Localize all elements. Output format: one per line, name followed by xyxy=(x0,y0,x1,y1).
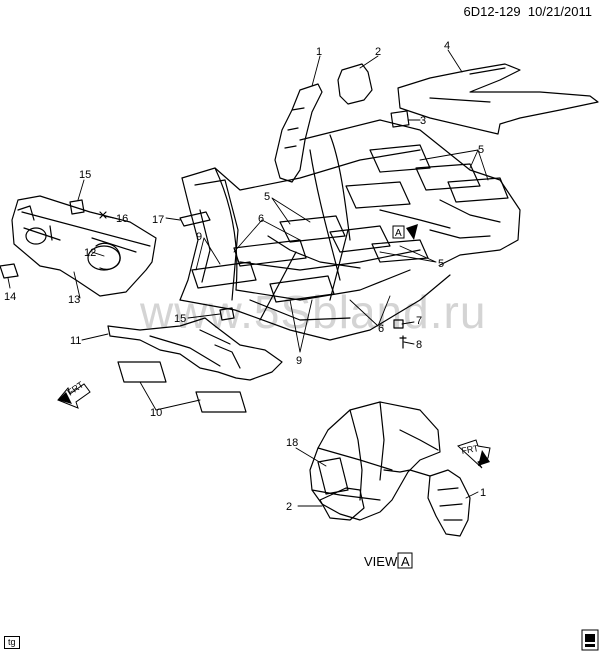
part-1-pillar-insulator xyxy=(274,83,323,183)
callout-numbers: 1 2 3 4 5 5 5 6 6 7 8 9 9 10 11 12 13 14… xyxy=(4,40,486,513)
callout-6-right: 6 xyxy=(378,323,384,335)
part-9-pad-b xyxy=(233,239,307,267)
view-a-arrow-tag: A xyxy=(392,224,418,240)
view-label-text: VIEW xyxy=(364,554,398,569)
part-5-pad-e xyxy=(279,215,346,243)
callout-8: 8 xyxy=(416,339,422,351)
callout-6-left: 6 xyxy=(258,213,264,225)
part-14-pad xyxy=(0,263,19,279)
view-a-drawing xyxy=(309,401,471,537)
view-label-letter: A xyxy=(401,554,410,569)
callout-5-right: 5 xyxy=(438,258,444,270)
part-11-floor-insulator xyxy=(107,317,283,381)
callout-2-view-a: 2 xyxy=(286,501,292,513)
corner-logo-icon xyxy=(581,629,599,651)
callout-1-top: 1 xyxy=(316,46,322,58)
part-9-pad-a xyxy=(191,261,257,289)
part-4-rear-insulator xyxy=(397,63,599,135)
part-17-pad xyxy=(179,211,211,227)
part-8-bolt xyxy=(399,335,407,349)
part-2-pad xyxy=(337,63,373,105)
frt-label-lower: FRT xyxy=(461,443,480,456)
part-13-dash-insulator xyxy=(11,195,157,297)
part-18-pad xyxy=(317,457,349,495)
callout-14: 14 xyxy=(4,291,16,303)
part-15-pad-a xyxy=(69,199,85,215)
view-a-label: VIEW A xyxy=(364,552,413,569)
part-10-pad-a xyxy=(117,361,167,383)
callout-13: 13 xyxy=(68,294,80,306)
callout-12: 12 xyxy=(84,247,96,259)
callout-3: 3 xyxy=(420,115,426,127)
callout-4: 4 xyxy=(444,40,450,52)
diagram-id-date: 6D12-129 10/21/2011 xyxy=(464,4,592,19)
callout-16: 16 xyxy=(116,213,128,225)
part-5-pad-f xyxy=(329,225,391,253)
view-a-part-2 xyxy=(319,487,365,521)
callout-7: 7 xyxy=(416,315,422,327)
part-10-pad-b xyxy=(195,391,247,413)
callout-11: 11 xyxy=(70,335,81,347)
callout-9-left: 9 xyxy=(196,231,202,243)
part-15-pad-b xyxy=(219,307,235,321)
diagram-code: 6D12-129 xyxy=(463,4,521,19)
leader-lines xyxy=(7,49,489,507)
callout-1-view-a: 1 xyxy=(480,487,486,499)
part-3-pad xyxy=(390,110,410,128)
callout-17: 17 xyxy=(152,214,164,226)
callout-18: 18 xyxy=(286,437,298,449)
frt-arrow-lower: FRT xyxy=(457,439,491,469)
part-5-pad-b xyxy=(415,163,481,191)
diagram-date: 10/21/2011 xyxy=(527,4,592,19)
callout-10: 10 xyxy=(150,407,162,419)
part-5-pad-d xyxy=(345,181,411,209)
callout-15-top: 15 xyxy=(79,169,91,181)
callout-9-bottom: 9 xyxy=(296,355,302,367)
corner-tag: tg xyxy=(4,636,20,649)
part-5-pad-a xyxy=(369,144,431,173)
part-5-pad-c xyxy=(447,177,509,203)
frt-arrow-upper: FRT xyxy=(57,379,91,409)
view-a-part-1 xyxy=(427,469,471,537)
callout-5-upper: 5 xyxy=(478,144,484,156)
part-9-pad-c xyxy=(269,275,335,303)
callout-15-bottom: 15 xyxy=(174,313,186,325)
watermark: www.5Sbland.ru xyxy=(140,286,487,338)
callout-5-left: 5 xyxy=(264,191,270,203)
callout-2-top: 2 xyxy=(375,46,381,58)
part-16-fastener xyxy=(99,211,107,219)
view-a-tag-letter: A xyxy=(395,228,402,239)
